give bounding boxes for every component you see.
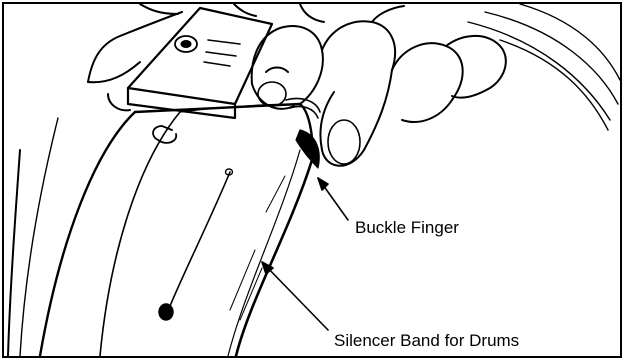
silencer-band-leader <box>262 262 328 330</box>
buckle-finger-label: Buckle Finger <box>355 219 459 236</box>
silencer-band <box>8 104 313 356</box>
silencer-band-label: Silencer Band for Drums <box>334 332 519 349</box>
buckle-plate <box>128 8 320 168</box>
drum-rim <box>468 4 620 130</box>
buckle-finger-arrowhead <box>318 178 328 190</box>
